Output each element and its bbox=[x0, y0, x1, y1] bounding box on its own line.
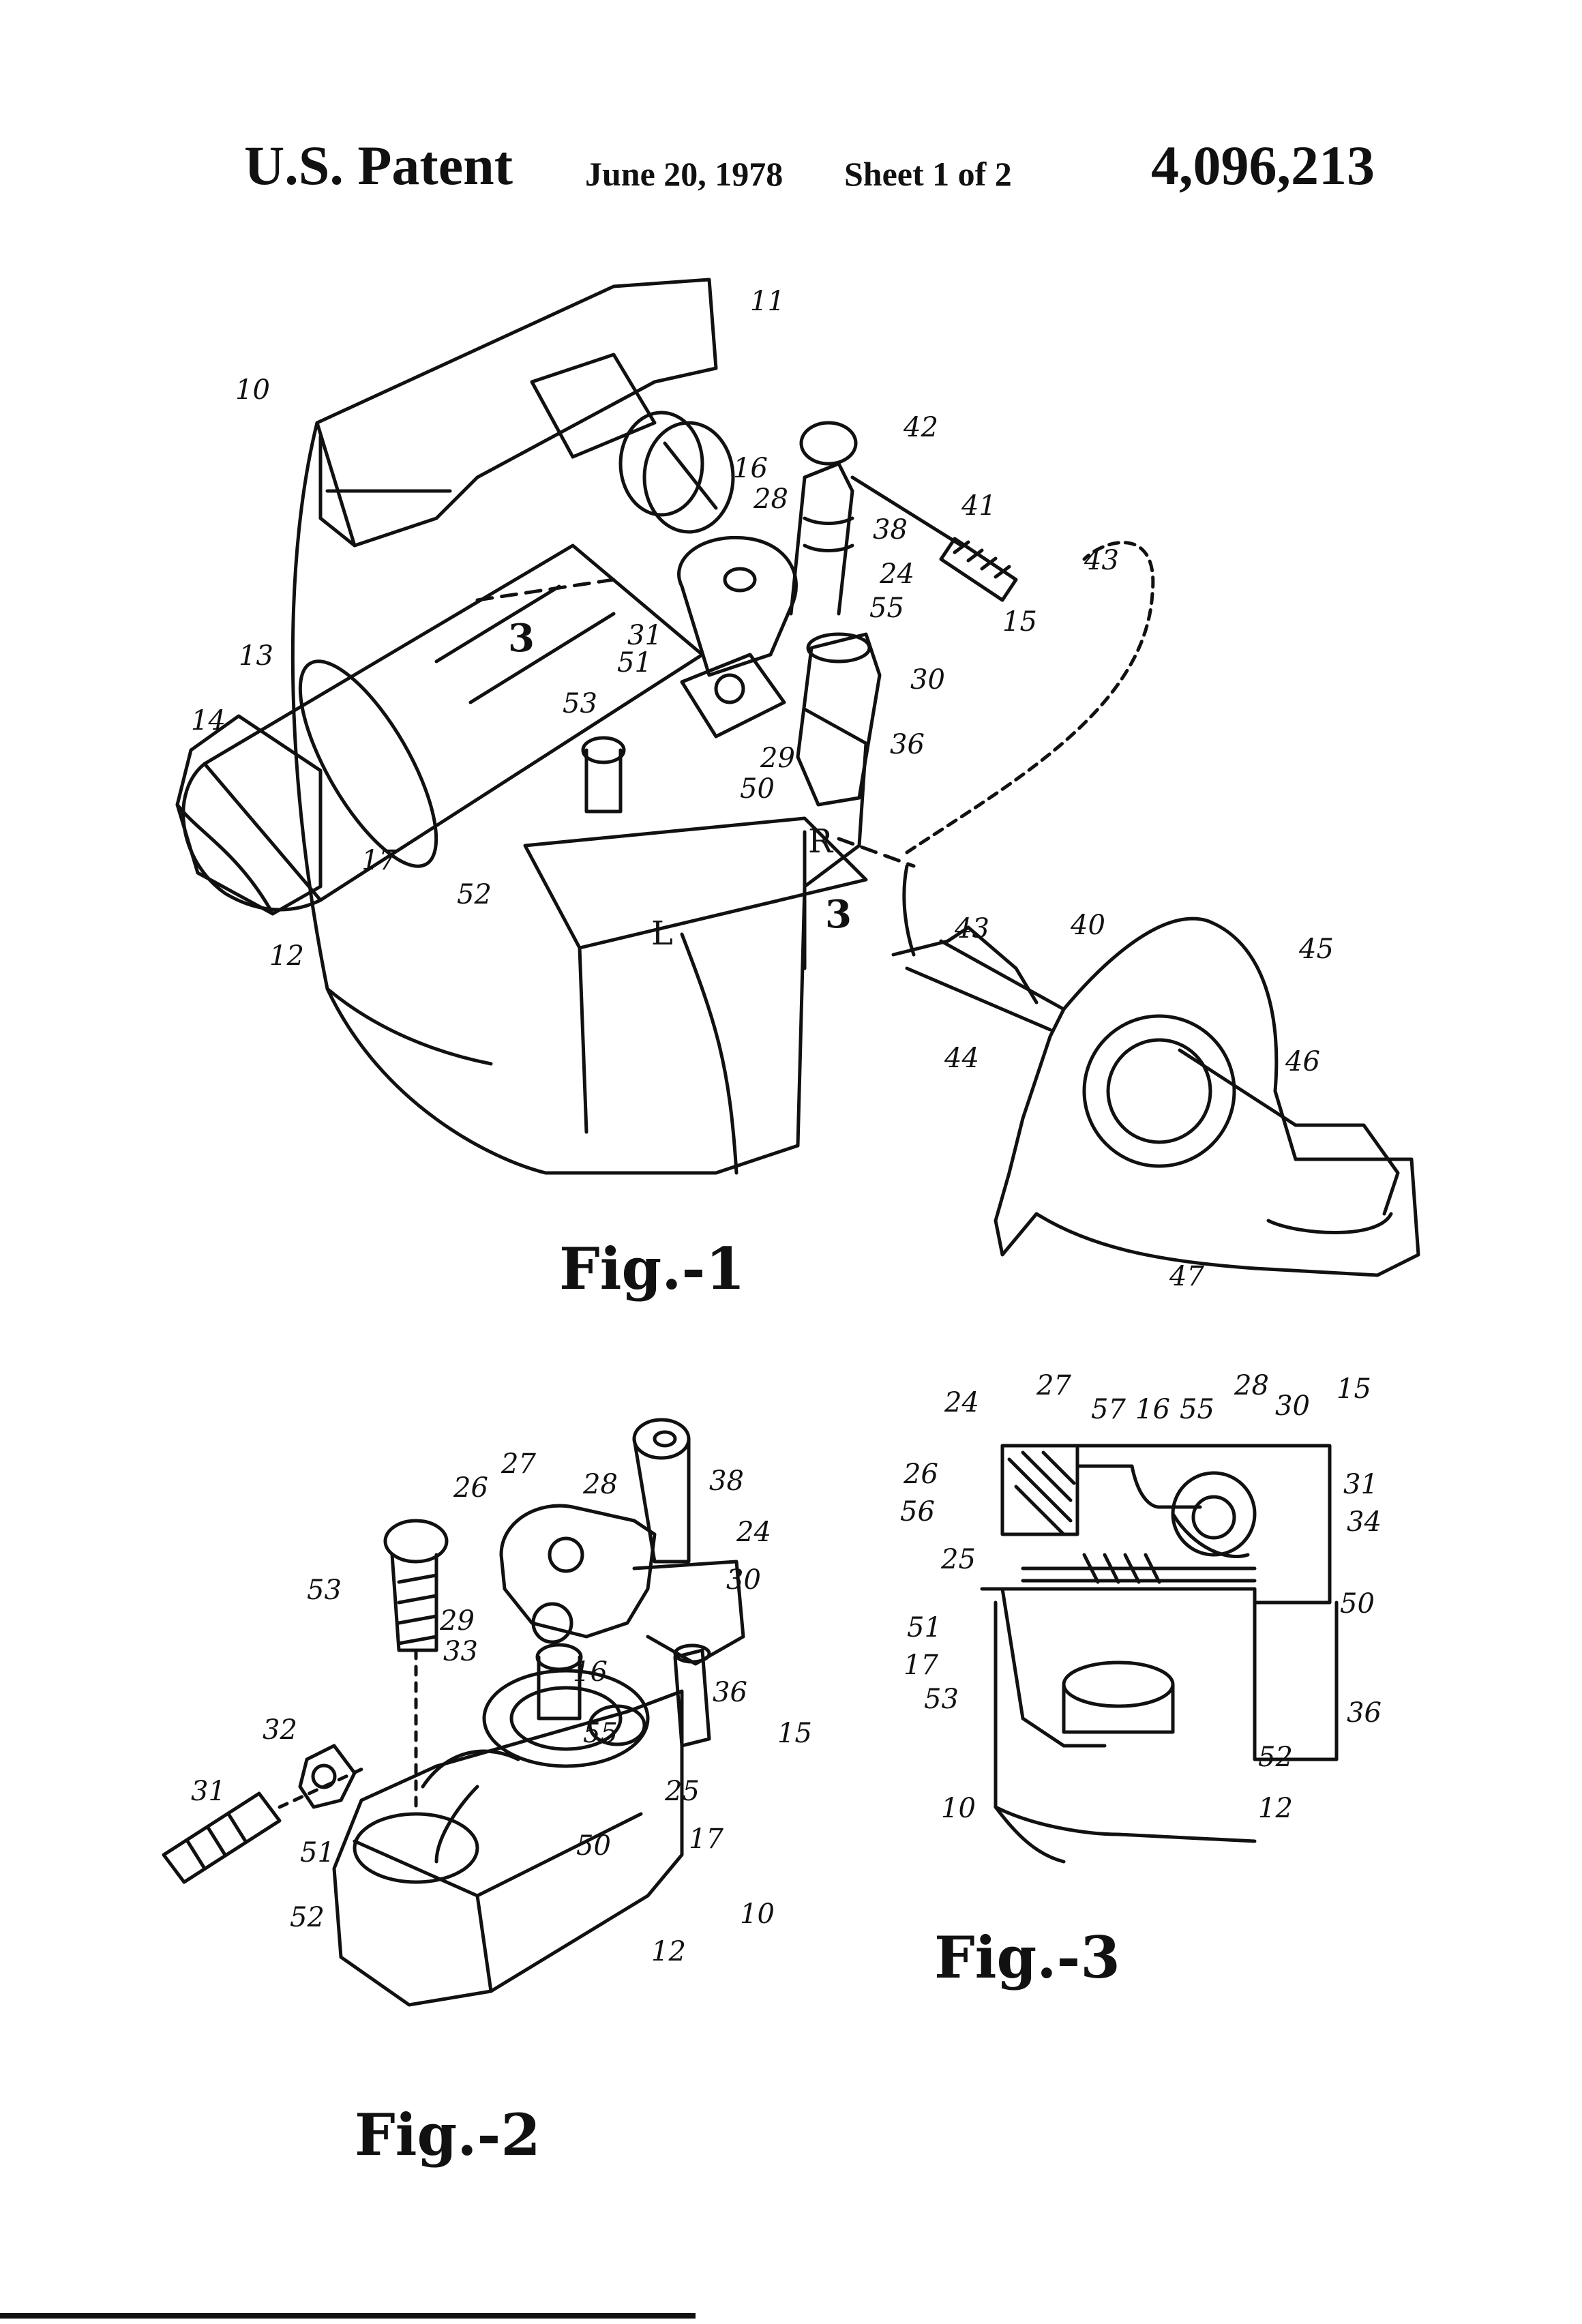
ref-15-fig2: 15 bbox=[777, 1718, 812, 1749]
ref-33-fig2: 33 bbox=[443, 1636, 478, 1667]
ref-12: 12 bbox=[269, 940, 304, 972]
sheet-indicator: Sheet 1 of 2 bbox=[844, 155, 1012, 193]
ref-25-fig3: 25 bbox=[940, 1544, 976, 1575]
ref-50-fig3: 50 bbox=[1340, 1588, 1375, 1620]
ref-43-spring: 43 bbox=[1084, 545, 1119, 576]
ref-16: 16 bbox=[733, 453, 768, 484]
figure-3-caption: Fig.-3 bbox=[934, 1924, 1120, 1991]
ref-46: 46 bbox=[1285, 1046, 1320, 1077]
ref-40: 40 bbox=[1070, 910, 1105, 941]
ref-27-fig3: 27 bbox=[1036, 1370, 1071, 1401]
ref-14: 14 bbox=[191, 705, 226, 736]
ref-38-fig2: 38 bbox=[709, 1465, 744, 1497]
scan-edge-rule bbox=[0, 2313, 696, 2319]
ref-31: 31 bbox=[627, 620, 662, 651]
ref-30: 30 bbox=[910, 664, 945, 696]
ref-50-fig2: 50 bbox=[576, 1830, 611, 1862]
ref-28: 28 bbox=[753, 483, 788, 515]
ref-16-fig2: 16 bbox=[573, 1656, 608, 1688]
ref-50: 50 bbox=[740, 773, 775, 805]
patent-number: 4,096,213 bbox=[1151, 134, 1375, 196]
ref-24: 24 bbox=[879, 558, 914, 590]
ref-44: 44 bbox=[944, 1043, 979, 1074]
ref-13: 13 bbox=[239, 640, 273, 672]
ref-17: 17 bbox=[361, 845, 396, 876]
figure-1-labels: 10 11 12 13 14 15 16 17 24 28 29 30 31 3… bbox=[191, 286, 1334, 1302]
ref-28-fig2: 28 bbox=[582, 1469, 618, 1500]
ref-10-fig2: 10 bbox=[740, 1898, 775, 1930]
figure-3-labels: 10 12 15 16 17 24 25 26 27 28 30 31 34 3… bbox=[900, 1370, 1382, 1991]
ref-15-fig3: 15 bbox=[1337, 1373, 1371, 1405]
ref-52-fig2: 52 bbox=[290, 1902, 325, 1933]
ref-55: 55 bbox=[869, 593, 904, 624]
ref-30-fig3: 30 bbox=[1275, 1390, 1310, 1422]
ref-26-fig2: 26 bbox=[453, 1472, 488, 1504]
ref-57-fig3: 57 bbox=[1091, 1394, 1126, 1425]
patent-label: U.S. Patent bbox=[244, 134, 513, 196]
figure-2-drawing bbox=[162, 1418, 745, 2007]
ref-11: 11 bbox=[750, 286, 785, 317]
ref-36-fig2: 36 bbox=[713, 1677, 747, 1708]
ref-29: 29 bbox=[760, 743, 795, 774]
ref-17-fig2: 17 bbox=[689, 1823, 723, 1855]
figure-1-drawing bbox=[175, 278, 1420, 1277]
ref-30-fig2: 30 bbox=[726, 1564, 761, 1596]
ref-32-fig2: 32 bbox=[263, 1714, 297, 1746]
ref-26-fig3: 26 bbox=[903, 1459, 938, 1490]
ref-51-fig2: 51 bbox=[300, 1837, 335, 1868]
ref-45: 45 bbox=[1298, 934, 1334, 965]
ref-31-fig3: 31 bbox=[1343, 1469, 1378, 1500]
ref-51-fig3: 51 bbox=[907, 1612, 942, 1643]
ref-51: 51 bbox=[617, 647, 652, 679]
ref-31-fig2: 31 bbox=[191, 1776, 226, 1807]
figure-2-caption: Fig.-2 bbox=[355, 2101, 541, 2169]
ref-24-fig2: 24 bbox=[736, 1517, 771, 1548]
ref-34-fig3: 34 bbox=[1347, 1506, 1382, 1538]
ref-56-fig3: 56 bbox=[900, 1496, 935, 1528]
figure-2-labels: 10 12 15 16 17 24 25 26 27 28 29 30 31 3… bbox=[191, 1448, 812, 2169]
section-mark-upper: 3 bbox=[508, 616, 535, 661]
ref-53-fig2: 53 bbox=[307, 1575, 342, 1606]
ref-25-fig2: 25 bbox=[664, 1776, 700, 1807]
figure-3-drawing bbox=[980, 1444, 1339, 1864]
ref-52: 52 bbox=[457, 879, 492, 910]
ref-41: 41 bbox=[961, 490, 996, 522]
ref-55-fig2: 55 bbox=[583, 1718, 618, 1749]
ref-55-fig3: 55 bbox=[1180, 1394, 1214, 1425]
ref-17-fig3: 17 bbox=[904, 1650, 938, 1681]
mark-L: L bbox=[651, 914, 673, 953]
ref-36: 36 bbox=[890, 729, 925, 760]
ref-52-fig3: 52 bbox=[1258, 1742, 1293, 1773]
ref-53-fig3: 53 bbox=[924, 1684, 959, 1715]
section-mark-lower: 3 bbox=[825, 892, 852, 937]
figure-1-caption: Fig.-1 bbox=[559, 1235, 745, 1302]
ref-16-fig3: 16 bbox=[1135, 1394, 1170, 1425]
ref-10-fig3: 10 bbox=[941, 1793, 976, 1824]
ref-24-fig3: 24 bbox=[944, 1387, 979, 1418]
ref-15: 15 bbox=[1002, 606, 1037, 638]
ref-42: 42 bbox=[903, 412, 938, 443]
ref-10: 10 bbox=[235, 374, 270, 406]
patent-date: June 20, 1978 bbox=[585, 155, 783, 193]
ref-47: 47 bbox=[1169, 1261, 1204, 1292]
ref-12-fig3: 12 bbox=[1258, 1793, 1293, 1824]
ref-29-fig2: 29 bbox=[439, 1605, 475, 1637]
ref-36-fig3: 36 bbox=[1347, 1697, 1382, 1729]
ref-27-fig2: 27 bbox=[501, 1448, 536, 1480]
mark-R: R bbox=[808, 822, 834, 861]
ref-38: 38 bbox=[873, 514, 908, 546]
ref-28-fig3: 28 bbox=[1234, 1370, 1269, 1401]
ref-43-key: 43 bbox=[954, 913, 989, 944]
ref-53: 53 bbox=[563, 688, 597, 719]
ref-12-fig2: 12 bbox=[651, 1936, 686, 1967]
